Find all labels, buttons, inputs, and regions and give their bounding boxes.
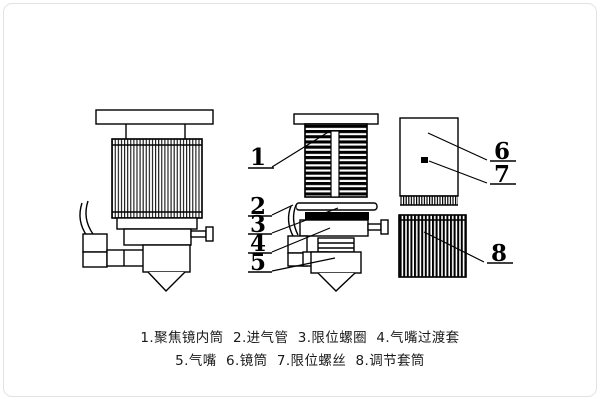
assembly-right [398,117,467,278]
right-limit-screw [421,157,428,163]
left-body-ribbed [111,138,203,219]
callout-underlines [248,160,516,273]
assembly-middle [287,113,389,292]
leader-7 [428,160,488,184]
callout-number-1: 1 [250,144,266,171]
leader-2 [271,204,294,216]
assembly-left [79,109,214,293]
mid-top-flange [293,113,379,125]
left-side-screw-shaft [190,230,207,238]
left-lower-collar [116,217,198,230]
left-body-block [123,228,192,246]
callout-number-3: 3 [250,211,266,238]
mid-transition-screw-shaft [367,223,382,231]
right-lens-barrel [399,117,459,197]
mid-gas-hose [287,205,294,237]
callout-number-6: 6 [494,138,510,165]
callout-number-8: 8 [491,240,507,267]
mid-transition-screw-head [380,219,389,235]
left-gas-fitting-lower [82,251,108,268]
leader-1 [271,130,331,168]
leader-3 [271,207,339,234]
mid-nozzle-cone [317,272,356,292]
callout-number-5: 5 [250,249,266,276]
left-top-flange [95,109,214,125]
leader-8 [423,231,485,263]
leader-4 [271,227,331,253]
mid-inner-barrel-bore [330,130,340,198]
mid-transition-body [299,219,369,237]
mid-nozzle-body [310,251,362,274]
callout-number-7: 7 [494,161,510,188]
mid-nozzle-collar [317,237,355,253]
right-adjusting-sleeve-outline [398,214,467,278]
leader-5 [271,257,336,272]
right-barrel-base-band [400,196,458,205]
caption-line-2: 5.气嘴 6.镜筒 7.限位螺丝 8.调节套筒 [175,353,425,369]
left-gas-elbow-horizontal [106,249,147,267]
left-nozzle-body [142,244,191,273]
left-side-screw-head [205,226,214,242]
callout-number-2: 2 [250,193,266,220]
caption-line-1: 1.聚焦镜内筒 2.进气管 3.限位螺圈 4.气嘴过渡套 [140,330,460,346]
callout-number-4: 4 [250,230,266,257]
leader-6 [427,132,488,161]
callout-leaders [271,130,488,272]
mid-gas-hose-inner [292,204,299,236]
mid-limit-screw-ring [305,212,369,220]
right-adjusting-sleeve [398,214,467,278]
left-gas-hose-inner [85,200,94,235]
callout-numbers: 1 2 3 4 5 6 7 8 [250,138,510,276]
left-nozzle-cone [147,271,186,293]
left-gas-fitting-upper [82,233,108,253]
